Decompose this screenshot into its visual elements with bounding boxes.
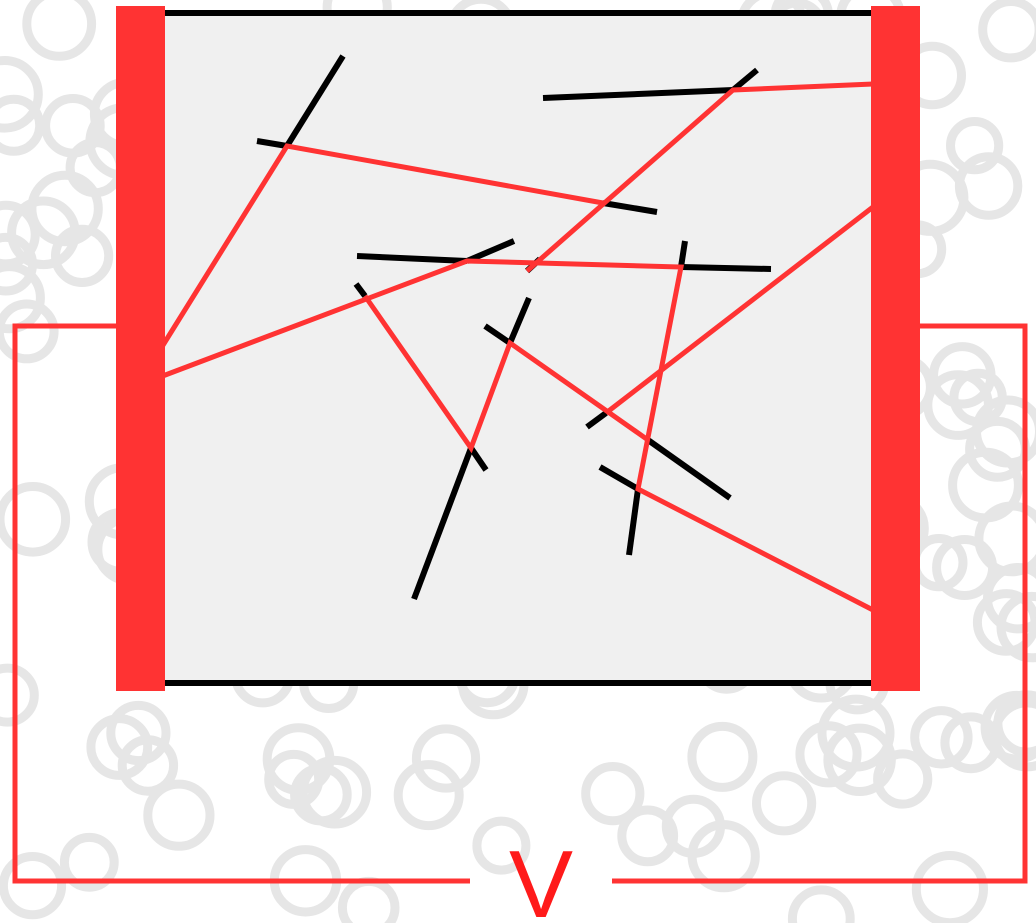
background-ring	[0, 299, 59, 364]
nanowire	[483, 323, 512, 346]
background-ring	[946, 117, 1004, 175]
nanowire	[731, 67, 759, 93]
background-ring	[823, 723, 896, 796]
external-circuit	[12, 323, 1028, 884]
nanowire	[678, 240, 688, 268]
conductive-path	[604, 205, 875, 415]
background-ring	[106, 700, 171, 766]
background-ring	[117, 735, 179, 796]
background-ring	[0, 200, 40, 269]
nanowire	[468, 446, 489, 472]
background-ring	[978, 0, 1036, 63]
background-ring	[0, 482, 71, 557]
nanowire	[465, 238, 516, 264]
background-ring	[411, 724, 481, 793]
background-ring	[940, 712, 1002, 774]
background-ring	[873, 749, 933, 809]
background-ring	[51, 224, 114, 287]
background-ring	[687, 721, 758, 792]
nanowire	[353, 282, 368, 298]
nanowire	[585, 410, 608, 430]
background-ring	[910, 706, 973, 769]
background-ring	[27, 170, 103, 247]
nanowire	[256, 138, 288, 149]
background-ring	[787, 885, 855, 923]
background-ring	[0, 852, 67, 920]
background-ring	[687, 820, 760, 893]
nanowire	[626, 488, 641, 556]
background-ring	[59, 832, 119, 892]
conductive-path	[157, 143, 604, 352]
right-wire	[612, 323, 1028, 884]
voltage-label: V	[509, 831, 573, 923]
background-ring	[143, 779, 215, 851]
nanowire	[284, 54, 346, 148]
background-ring	[22, 0, 97, 61]
conductive-path	[362, 294, 650, 454]
background-ring	[617, 805, 679, 867]
background-ring	[974, 501, 1036, 577]
conductive-path	[525, 81, 874, 273]
background-ring	[41, 94, 105, 158]
left-electrode	[116, 6, 165, 691]
nanowire	[598, 464, 640, 492]
nanowire	[542, 87, 734, 101]
nanowire	[646, 437, 732, 501]
background-ring	[0, 56, 43, 133]
background-ring	[472, 816, 531, 875]
background-ring	[923, 370, 993, 440]
nanowire	[680, 264, 772, 272]
background-ring	[795, 721, 862, 788]
background-ring	[337, 876, 400, 923]
background-ring	[0, 94, 45, 156]
background-ring	[752, 771, 817, 836]
background-ring	[929, 342, 996, 409]
background-ring	[264, 749, 324, 809]
left-wire	[12, 323, 470, 884]
background-ring	[911, 851, 988, 923]
nanowire	[602, 200, 658, 215]
background-ring	[581, 762, 645, 826]
conductive-paths	[157, 81, 875, 613]
background-ring	[298, 755, 372, 829]
background-ring	[980, 690, 1036, 764]
nanowire	[411, 446, 474, 601]
background-ring	[393, 760, 464, 831]
background-ring	[0, 663, 39, 727]
nanowire	[356, 253, 468, 264]
nanowire	[507, 296, 532, 345]
right-electrode	[871, 6, 920, 691]
